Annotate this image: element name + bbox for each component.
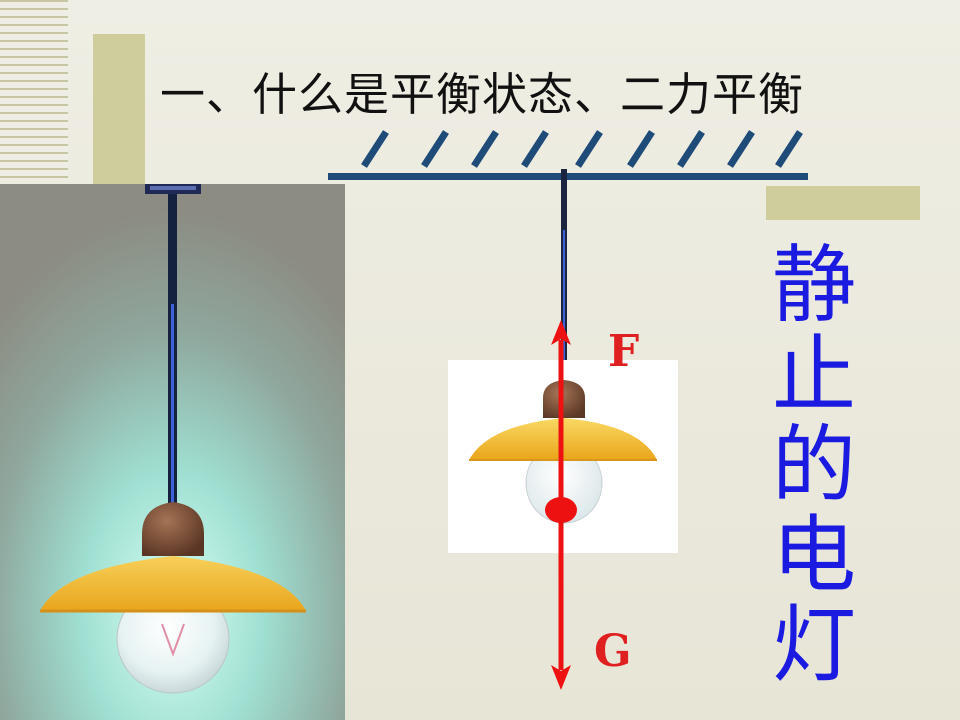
force-f-arrow (551, 320, 571, 508)
force-g-arrow (551, 510, 571, 690)
decorative-horizontal-bar (766, 186, 920, 220)
caption-char: 止 (771, 326, 856, 424)
center-of-gravity-dot (545, 497, 577, 523)
slide-title: 一、什么是平衡状态、二力平衡 (160, 68, 805, 121)
hanging-lamp-icon (448, 169, 678, 553)
hatched-ceiling-icon (328, 130, 808, 180)
lamp-photo (0, 184, 345, 720)
decorative-vertical-bar (93, 34, 145, 184)
force-f-label: F (608, 326, 640, 377)
caption-char: 电 (771, 506, 856, 604)
caption-char: 静 (771, 236, 856, 334)
force-g-label: G (594, 626, 632, 677)
caption-char: 灯 (771, 596, 856, 694)
caption-char: 的 (771, 416, 856, 514)
vertical-caption: 静 止 的 电 灯 (766, 240, 862, 690)
decorative-stripes (0, 0, 68, 180)
